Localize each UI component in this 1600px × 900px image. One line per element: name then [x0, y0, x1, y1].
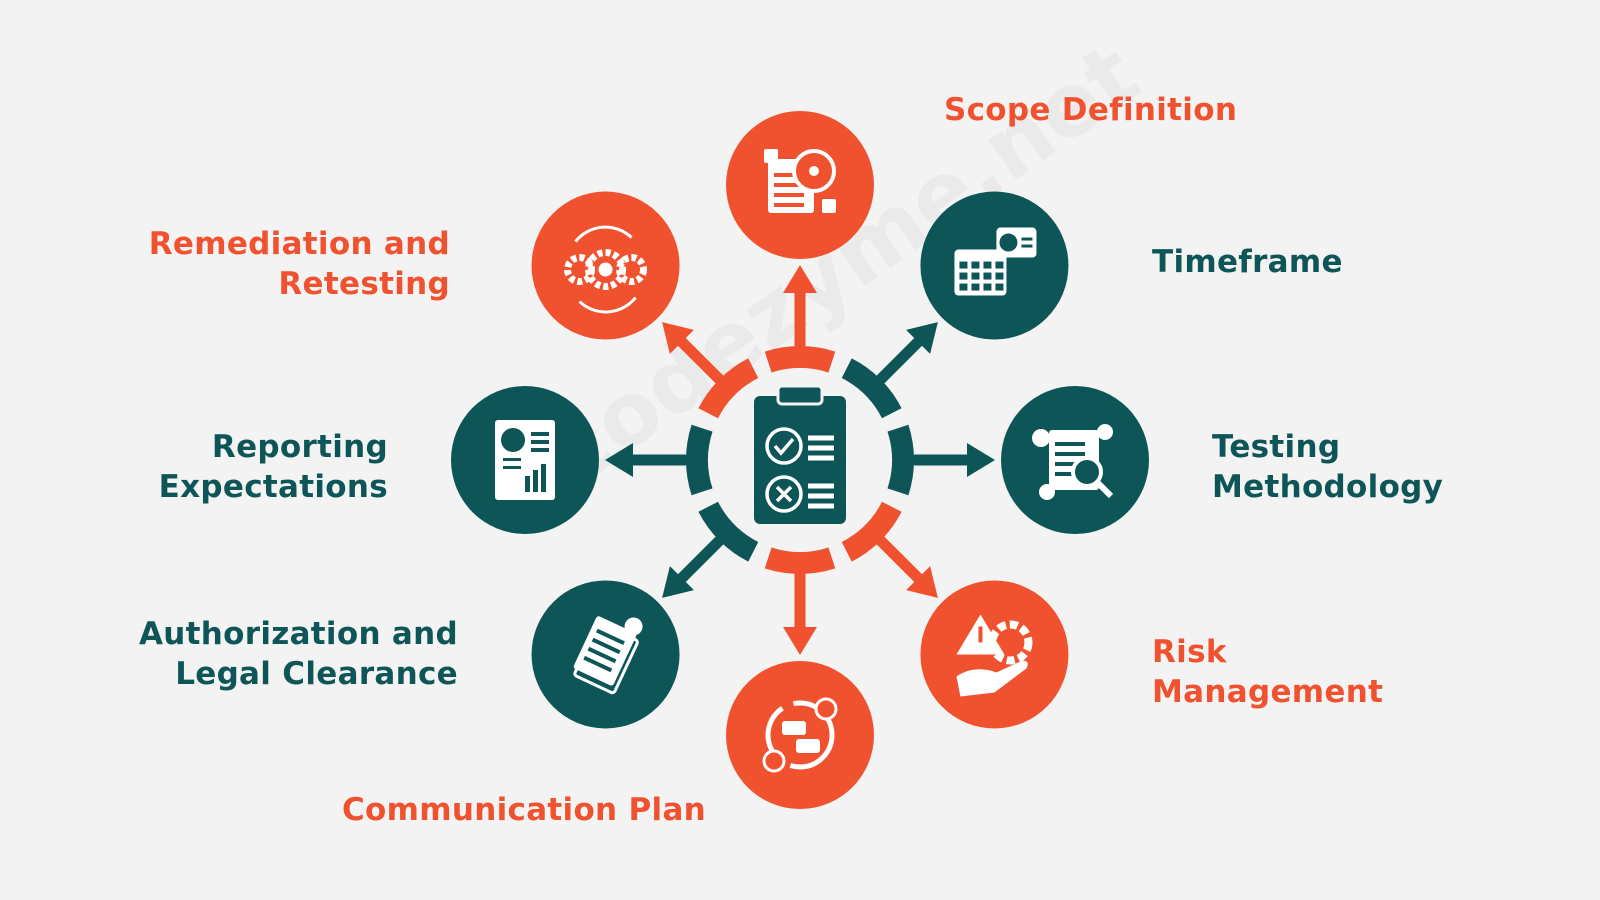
- arrow-shaft: [874, 534, 925, 585]
- label-timeframe: Timeframe: [1152, 242, 1343, 282]
- arrow-head: [783, 265, 817, 293]
- label-remediation-retesting: Remediation and Retesting: [149, 224, 450, 304]
- scope-document-icon: [764, 149, 836, 213]
- arrow-shaft: [874, 335, 925, 386]
- label-testing-methodology: Testing Methodology: [1212, 427, 1443, 507]
- label-line: Communication Plan: [342, 792, 707, 828]
- connector-remediation-retesting: [662, 322, 759, 419]
- connector-timeframe: [841, 322, 938, 419]
- ring-segment: [887, 424, 914, 496]
- node-risk-management: [920, 580, 1069, 729]
- label-risk-management: Risk Management: [1152, 632, 1383, 712]
- node-communication-plan: [726, 661, 874, 809]
- node-timeframe: [920, 191, 1069, 340]
- warning-gear-hand-icon: [956, 614, 1033, 697]
- label-line: Authorization and: [138, 616, 458, 652]
- report-chart-icon: [495, 420, 555, 500]
- label-line: Remediation and: [148, 226, 450, 262]
- node-authorization-legal-clearance: [531, 580, 680, 729]
- label-reporting-expectations: Reporting Expectations: [159, 427, 388, 507]
- signed-documents-icon: [573, 616, 643, 695]
- label-line: Reporting: [211, 429, 388, 465]
- arrow-shaft: [675, 534, 726, 585]
- ring-segment: [764, 346, 836, 373]
- ring-segment: [841, 501, 902, 562]
- arrow-head: [906, 322, 938, 354]
- label-authorization-legal-clearance: Authorization and Legal Clearance: [139, 614, 458, 694]
- connector-scope-definition: [764, 265, 836, 373]
- communication-cycle-icon: [762, 697, 838, 773]
- arrow-head: [605, 443, 633, 477]
- node-testing-methodology: [1001, 386, 1149, 534]
- ring-segment: [698, 358, 759, 419]
- arrow-head: [662, 566, 694, 598]
- arrow-head: [967, 443, 995, 477]
- gears-cycle-icon: [564, 225, 648, 314]
- arrow-head: [783, 627, 817, 655]
- label-line: Risk: [1152, 634, 1227, 670]
- ring-segment: [841, 358, 902, 419]
- connector-communication-plan: [764, 547, 836, 655]
- node-reporting-expectations: [451, 386, 599, 534]
- label-line: Testing: [1212, 429, 1341, 465]
- connector-reporting-expectations: [605, 424, 713, 496]
- clipboard-checklist-icon: [754, 384, 846, 524]
- ring-segment: [698, 501, 759, 562]
- document-search-icon: [1032, 424, 1114, 500]
- node-remediation-retesting: [531, 191, 680, 340]
- calendar-clock-icon: [954, 227, 1037, 296]
- label-line: Timeframe: [1152, 244, 1343, 280]
- connector-testing-methodology: [887, 424, 995, 496]
- connector-risk-management: [841, 501, 938, 598]
- label-line: Retesting: [278, 266, 450, 302]
- label-line: Expectations: [158, 469, 388, 505]
- node-scope-definition: [726, 111, 874, 259]
- arrow-head: [906, 566, 938, 598]
- label-line: Legal Clearance: [175, 656, 458, 692]
- ring-segment: [764, 547, 836, 574]
- label-line: Scope Definition: [944, 92, 1238, 128]
- arrow-head: [662, 322, 694, 354]
- label-scope-definition: Scope Definition: [944, 90, 1237, 130]
- label-line: Management: [1152, 674, 1384, 710]
- label-communication-plan: Communication Plan: [342, 790, 706, 830]
- label-line: Methodology: [1212, 469, 1444, 505]
- arrow-shaft: [675, 335, 726, 386]
- ring-segment: [686, 424, 713, 496]
- connector-authorization-legal-clearance: [662, 501, 759, 598]
